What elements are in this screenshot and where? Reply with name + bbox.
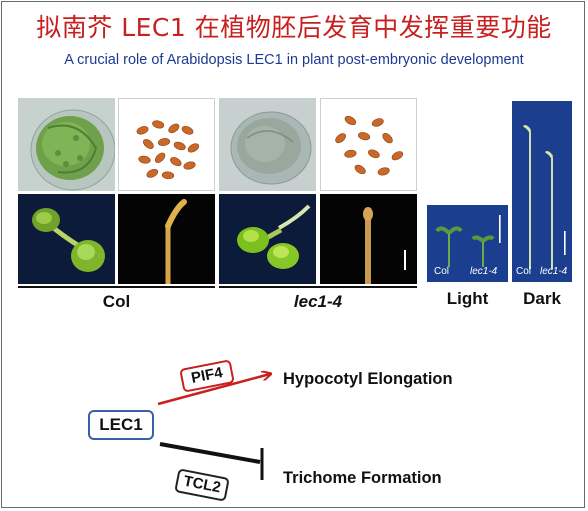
mutant-hypocotyl-photo — [320, 194, 417, 284]
mutant-seeds-photo — [320, 98, 417, 191]
chinese-title: 拟南芥 LEC1 在植物胚后发育中发挥重要功能 — [36, 13, 552, 42]
light-mutant-label: lec1-4 — [470, 266, 498, 277]
col-embryo-photo — [18, 98, 115, 191]
col-seeds-photo — [118, 98, 215, 191]
mutant-embryo-photo — [219, 98, 316, 191]
english-subtitle: A crucial role of Arabidopsis LEC1 in pl… — [64, 52, 524, 68]
hypocotyl-elongation-label: Hypocotyl Elongation — [283, 370, 453, 388]
light-col-label: Col — [434, 266, 450, 277]
dark-seedlings-photo — [512, 101, 572, 282]
dark-mutant-label: lec1-4 — [540, 266, 568, 277]
col-genotype-label: Col — [102, 292, 131, 311]
col-hypocotyl-photo — [118, 194, 215, 284]
col-seedling-photo — [18, 194, 115, 284]
mutant-group-underline — [219, 286, 417, 288]
mutant-genotype-label: lec1-4 — [293, 292, 343, 311]
col-group-underline — [18, 286, 215, 288]
lec1-node: LEC1 — [88, 410, 154, 440]
dark-col-label: Col — [516, 266, 532, 277]
trichome-formation-label: Trichome Formation — [283, 469, 442, 487]
light-seedlings-photo — [427, 205, 508, 282]
light-condition-label: Light — [446, 289, 489, 308]
dark-condition-label: Dark — [523, 289, 561, 308]
mutant-seedling-photo — [219, 194, 316, 284]
